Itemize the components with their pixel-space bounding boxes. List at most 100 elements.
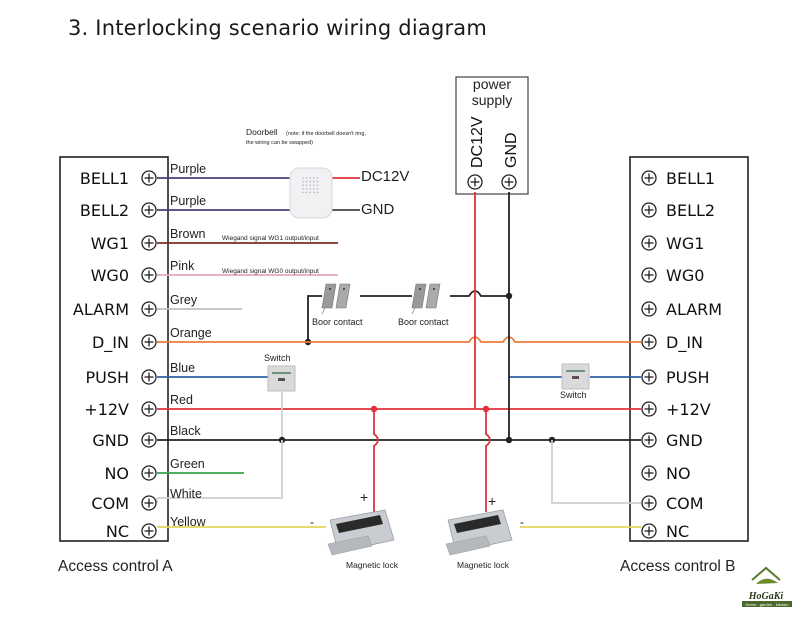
controller-a-terminal-icon xyxy=(141,465,157,481)
controller-a-terminal-icon xyxy=(141,235,157,251)
wire-color-label: Green xyxy=(170,457,205,471)
controller-a-terminal-icon xyxy=(141,301,157,317)
doorbell-device xyxy=(289,167,333,219)
controller-b-terminal-label: GND xyxy=(666,431,703,450)
door-contact-magnet xyxy=(335,283,351,309)
controller-b-caption: Access control B xyxy=(620,558,735,575)
switch-plate xyxy=(561,363,590,390)
lead-wire xyxy=(411,307,416,315)
power-supply-dc12v-terminal-icon xyxy=(467,174,483,190)
screw-hole xyxy=(433,288,435,290)
magnetic-lock-b-icon xyxy=(445,509,513,556)
lock-armature xyxy=(327,535,373,556)
hogaki-logo: HoGaKi Home - garden - kitchen xyxy=(742,566,792,607)
wire-color-label: Red xyxy=(170,393,193,407)
lock-a-minus: - xyxy=(310,515,314,529)
controller-b-terminal-label: +12V xyxy=(666,400,711,419)
controller-a-terminal-label: GND xyxy=(92,431,129,450)
controller-a-terminal-icon xyxy=(141,267,157,283)
power-supply-box xyxy=(455,76,529,195)
controller-b-terminal-icon xyxy=(641,432,657,448)
wire-com-b-white xyxy=(551,440,641,504)
doorbell-speaker-hole xyxy=(313,177,315,179)
wire-color-label: Black xyxy=(170,424,201,438)
switch-b-icon xyxy=(561,363,590,390)
diagram-title: 3. Interlocking scenario wiring diagram xyxy=(68,16,488,40)
screw-hole xyxy=(329,288,331,290)
controller-b-terminal-label: BELL2 xyxy=(666,201,715,220)
controller-a-terminal-icon xyxy=(141,523,157,539)
power-supply-label-1: power xyxy=(473,76,511,92)
door-contact-2-label: Boor contact xyxy=(398,317,449,327)
controller-b-terminal-icon xyxy=(641,235,657,251)
power-supply-dc12v-label: DC12V xyxy=(469,116,486,168)
controller-b-terminal-icon xyxy=(641,523,657,539)
logo-leaf-icon xyxy=(756,578,778,584)
wire-lock-a-plus xyxy=(373,409,379,512)
controller-b-terminal-icon xyxy=(641,369,657,385)
controller-a-terminal-label: BELL2 xyxy=(80,201,129,220)
controller-b-terminal-label: PUSH xyxy=(666,368,710,387)
wire-d-in-orange xyxy=(157,336,641,343)
switch-key-icon xyxy=(572,376,579,379)
wire-color-label: Purple xyxy=(170,162,206,176)
logo-name: HoGaKi xyxy=(748,591,784,602)
controller-b-terminal-label: NC xyxy=(666,522,689,541)
wire-door-contact-left xyxy=(307,295,322,342)
controller-b-terminal-label: NO xyxy=(666,464,691,483)
controller-b-terminal-label: WG1 xyxy=(666,234,704,253)
lock-coil xyxy=(454,515,501,533)
wiegand-note-wg0: Wiegand signal WG0 output/input xyxy=(222,268,319,275)
wire-color-label: Brown xyxy=(170,227,205,241)
controller-a-terminal-icon xyxy=(141,202,157,218)
lock-b-minus: - xyxy=(520,515,524,529)
doorbell-speaker-hole xyxy=(313,184,315,186)
doorbell-speaker-hole xyxy=(305,177,308,179)
controller-b-terminal-label: D_IN xyxy=(666,333,703,353)
controller-b-terminal-label: BELL1 xyxy=(666,169,715,188)
controller-a-terminal-label: +12V xyxy=(84,400,129,419)
wire-color-label: Purple xyxy=(170,194,206,208)
doorbell-speaker-hole xyxy=(309,191,312,194)
wiegand-note-wg1: Wiegand signal WG1 output/input xyxy=(222,235,319,242)
doorbell-gnd-label: GND xyxy=(361,201,395,218)
logo-tagline: Home - garden - kitchen xyxy=(746,602,789,607)
terminals xyxy=(141,170,657,539)
wire-color-label: White xyxy=(170,487,202,501)
doorbell-speaker-hole xyxy=(316,180,319,183)
doorbell-speaker-hole xyxy=(302,184,304,186)
controller-b-terminal-icon xyxy=(641,301,657,317)
controller-b-terminal-icon xyxy=(641,401,657,417)
power-supply-gnd-label: GND xyxy=(503,132,520,168)
switch-key-icon xyxy=(278,378,285,381)
doorbell-speaker-hole xyxy=(305,188,308,190)
lock-b-plus: + xyxy=(488,493,496,509)
doorbell-speaker-hole xyxy=(309,177,312,179)
doorbell-note-1: (note: if the doorbell doesn't ring, xyxy=(286,131,366,137)
doorbell-speaker-hole xyxy=(313,180,315,183)
doorbell-note-2: the wiring can be swapped) xyxy=(246,140,313,146)
controller-b-terminal-icon xyxy=(641,202,657,218)
devices xyxy=(267,167,590,556)
controller-a-terminal-icon xyxy=(141,170,157,186)
controller-a-caption: Access control A xyxy=(58,558,173,575)
doorbell-speaker-hole xyxy=(302,191,304,194)
junction-ps-gnd xyxy=(505,436,513,444)
doorbell-speaker-hole xyxy=(309,180,312,183)
doorbell-body xyxy=(289,167,333,219)
doorbell-speaker-hole xyxy=(302,188,304,190)
controller-a-terminal-label: NO xyxy=(104,464,129,483)
controller-a-terminal-label: D_IN xyxy=(92,333,129,353)
doorbell-speaker-hole xyxy=(305,180,308,183)
controller-a-terminal-icon xyxy=(141,495,157,511)
lock-b-label: Magnetic lock xyxy=(457,560,510,570)
controller-a-terminal-icon xyxy=(141,334,157,350)
logo-house-icon xyxy=(751,566,781,581)
wire-color-label: Orange xyxy=(170,326,212,340)
wire-com-a-white xyxy=(240,440,283,499)
switch-a-icon xyxy=(267,365,296,392)
doorbell-speaker-hole xyxy=(305,191,308,194)
doorbell-speaker-hole xyxy=(309,188,312,190)
